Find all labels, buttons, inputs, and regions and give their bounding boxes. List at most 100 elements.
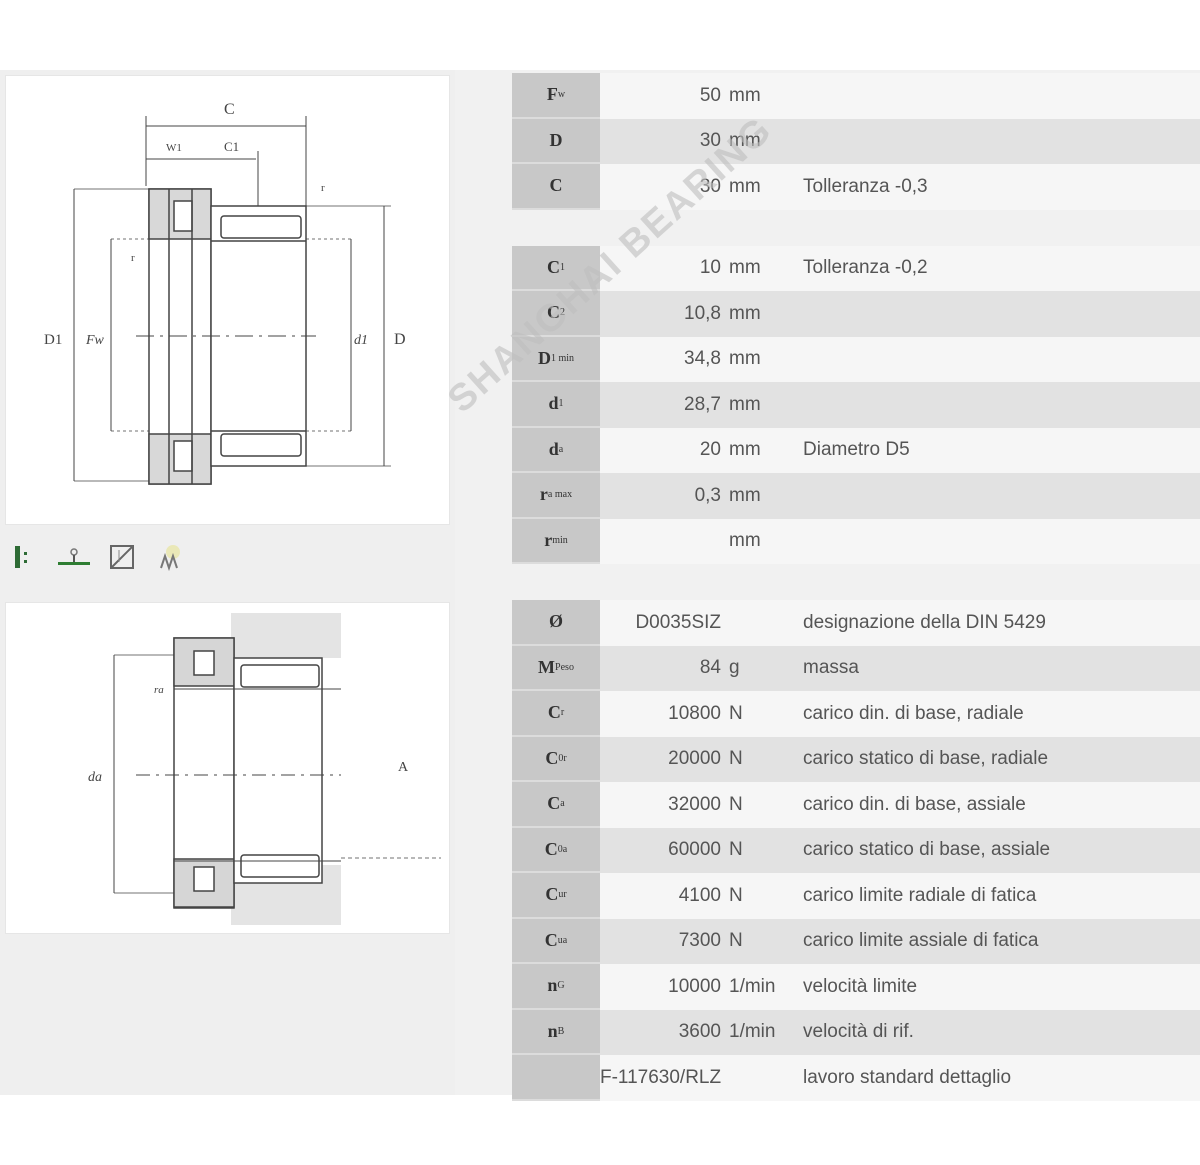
svg-text:r: r bbox=[321, 182, 325, 194]
bearing-section-drawing: C W1 C1 r r D1 Fw d1 D bbox=[5, 75, 450, 525]
mounting-section-svg: da ra A bbox=[88, 613, 441, 925]
param-description: carico statico di base, radiale bbox=[803, 748, 1049, 770]
mounting-icon[interactable] bbox=[56, 539, 92, 575]
param-symbol: D bbox=[512, 118, 600, 164]
svg-text:Fw: Fw bbox=[85, 333, 105, 348]
mounting-drawing: da ra A bbox=[5, 602, 450, 934]
group-spacer bbox=[512, 210, 1200, 246]
svg-text:d1: d1 bbox=[354, 333, 368, 348]
shaft-fit-icon[interactable] bbox=[8, 539, 44, 575]
dim-label-c: C bbox=[224, 101, 235, 118]
param-description: Diametro D5 bbox=[803, 439, 910, 461]
param-description: carico limite assiale di fatica bbox=[803, 930, 1039, 952]
param-description: lavoro standard dettaglio bbox=[803, 1066, 1012, 1088]
param-description: carico din. di base, assiale bbox=[803, 793, 1026, 815]
group-spacer bbox=[512, 564, 1200, 600]
param-value: mm bbox=[729, 530, 761, 552]
drawing-icon[interactable] bbox=[104, 539, 140, 575]
performance-group: Ø D0035SIZ designazione della DIN 5429 M… bbox=[512, 600, 1200, 1101]
svg-text:da: da bbox=[88, 770, 102, 785]
svg-text:C1: C1 bbox=[224, 139, 239, 154]
param-description: Tolleranza -0,2 bbox=[803, 257, 928, 279]
param-description: massa bbox=[803, 657, 859, 679]
param-description: designazione della DIN 5429 bbox=[803, 611, 1046, 633]
svg-text:W1: W1 bbox=[166, 142, 182, 154]
param-description: carico limite radiale di fatica bbox=[803, 884, 1037, 906]
svg-text:ra: ra bbox=[154, 684, 164, 696]
param-description: carico din. di base, radiale bbox=[803, 702, 1024, 724]
svg-text:A: A bbox=[398, 760, 409, 775]
param-value: F-117630/RLZ bbox=[600, 1066, 722, 1088]
param-description: velocità di rif. bbox=[803, 1021, 914, 1043]
param-value: D0035SIZ bbox=[635, 611, 721, 633]
icon-toolbar bbox=[8, 532, 188, 582]
param-description: Tolleranza -0,3 bbox=[803, 175, 928, 197]
param-description: velocità limite bbox=[803, 975, 918, 997]
cad-3d-icon[interactable] bbox=[152, 539, 188, 575]
drawings-column: C W1 C1 r r D1 Fw d1 D bbox=[0, 70, 455, 1095]
param-symbol: C bbox=[512, 164, 600, 210]
svg-text:r: r bbox=[131, 252, 135, 264]
param-description: carico statico di base, assiale bbox=[803, 839, 1051, 861]
bearing-cross-section-svg: C W1 C1 r r D1 Fw d1 D bbox=[44, 101, 406, 485]
svg-text:D1: D1 bbox=[44, 332, 62, 348]
svg-text:D: D bbox=[394, 331, 406, 348]
param-symbol bbox=[512, 1055, 600, 1101]
param-symbol: Ø bbox=[512, 600, 600, 646]
table-row: F-117630/RLZ lavoro standard dettaglio bbox=[512, 1055, 1200, 1101]
